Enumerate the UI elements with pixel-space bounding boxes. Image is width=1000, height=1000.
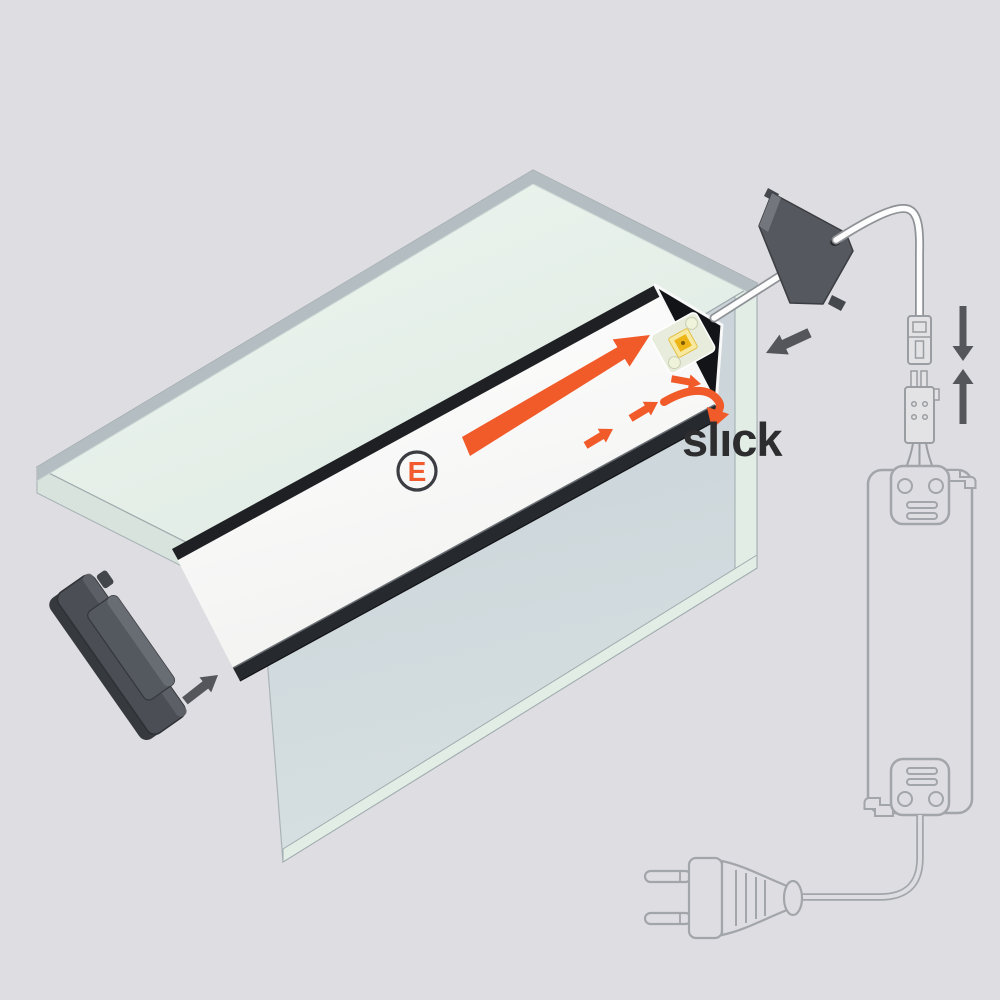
- connector-pair: [904, 315, 940, 470]
- female-connector-pin: [920, 370, 928, 389]
- arrow-slide-small-icon: [583, 428, 613, 449]
- profile-top-edge: [172, 285, 661, 560]
- glass-shelf-right-edge: [533, 170, 757, 297]
- marker-e: E: [396, 450, 438, 492]
- arrow-cap-right-icon: [766, 328, 812, 355]
- female-connector-pin: [910, 370, 918, 389]
- glass-panel-edge-bottom: [282, 554, 758, 863]
- arrow-clip-icon: [670, 374, 701, 390]
- led-screw-boss: [685, 316, 699, 330]
- driver-mount-hook-top: [946, 469, 977, 489]
- euro-plug-assembly: [643, 815, 924, 940]
- arrow-up-icon: [952, 369, 974, 424]
- led-corner-profile: [172, 285, 724, 682]
- profile-diffuser: [176, 293, 716, 668]
- arrow-slide-small-icon: [628, 401, 658, 422]
- arrow-insert-led-icon: [462, 335, 650, 456]
- arrow-down-icon: [952, 306, 974, 361]
- led-module: [650, 312, 716, 374]
- driver-terminal-top: [889, 464, 951, 526]
- female-connector: [904, 386, 935, 444]
- euro-plug: [643, 856, 804, 940]
- arrow-curved-icon: [660, 387, 724, 414]
- glass-shelf: [35, 169, 759, 607]
- plug-neck: [782, 879, 804, 917]
- arrow-curved-head-icon: [706, 406, 730, 429]
- marker-letter: E: [408, 456, 427, 487]
- led-driver: [863, 464, 977, 817]
- arrow-cap-left-icon: [182, 675, 218, 705]
- glass-shelf-back-edge: [37, 170, 533, 481]
- brand-logo: slıck: [682, 413, 783, 466]
- plug-pin: [643, 911, 693, 926]
- profile-cross-section: [650, 283, 724, 406]
- driver-mount-hook-bottom: [863, 797, 894, 817]
- profile-bottom-edge: [233, 404, 723, 681]
- end-cap-left: [49, 570, 187, 740]
- assembly-arrows: [182, 328, 812, 705]
- accent-arrows: [462, 335, 730, 456]
- connector-join-arrows: [952, 306, 974, 424]
- plug-back: [687, 856, 724, 940]
- marker-ring: [396, 450, 438, 492]
- led-screw-boss: [667, 356, 681, 370]
- supply-cable-to-connector: [831, 204, 925, 321]
- male-connector: [907, 315, 932, 365]
- plug-pin: [643, 869, 693, 884]
